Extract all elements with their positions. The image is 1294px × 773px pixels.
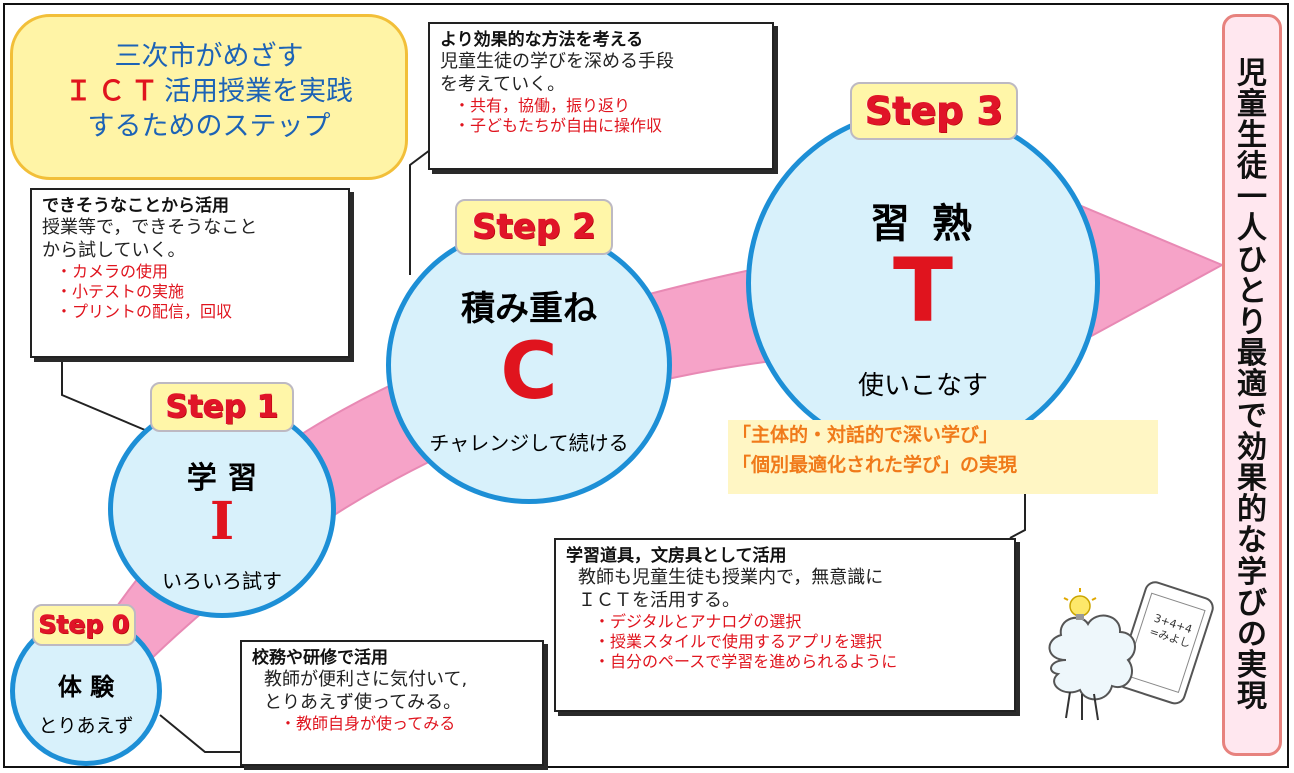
box-bullet: ・プリントの配信，回収	[56, 302, 233, 322]
step1-badge: Step 1	[150, 382, 294, 432]
box-text: から試していく。	[42, 239, 186, 261]
goal-vertical-box: 児 童 生 徒 一 人 ひ と り 最 適 で 効 果 的 な 学 び の 実 …	[1222, 14, 1282, 756]
step3-desc: 使いこなす	[857, 371, 988, 401]
connector-step2	[409, 149, 431, 275]
box-bullet: ・授業スタイルで使用するアプリを選択	[594, 632, 883, 652]
goal-char: 学	[1237, 554, 1267, 590]
step0-name: 体 験	[57, 673, 115, 701]
goal-char: 効	[1237, 429, 1267, 465]
box-bullet: ・デジタルとアナログの選択	[594, 612, 802, 632]
goal-char: で	[1237, 398, 1267, 434]
goal-char: な	[1237, 523, 1267, 559]
step3-name: 習 熟	[870, 201, 976, 247]
step2-description-box: より効果的な方法を考える 児童生徒の学びを深める手段 を考えていく。 ・共有，協…	[428, 22, 774, 170]
step0-description-box: 校務や研修で活用 教師が便利さに気付いて, とりあえず使ってみる。 ・教師自身が…	[240, 640, 544, 766]
box-bullet: ・小テストの実施	[56, 282, 185, 302]
step1-desc: いろいろ試す	[162, 569, 282, 593]
highlight-line2a: 「個別最適化された学び」	[732, 454, 961, 476]
diagram-frame	[3, 3, 1289, 768]
step1-circle: 学 習 I いろいろ試す	[108, 400, 336, 618]
step1-name: 学 習	[186, 461, 258, 496]
box-bullet: ・子どもたちが自由に操作収	[454, 116, 663, 136]
step2-letter: C	[500, 327, 558, 417]
box-bullet: ・教師自身が使ってみる	[280, 714, 456, 734]
connector-step0	[159, 714, 240, 753]
step2-desc: チャレンジして続ける	[429, 431, 629, 455]
goal-char: 徒	[1237, 149, 1267, 185]
goal-char: び	[1237, 585, 1267, 621]
box-text: 児童生徒の学びを深める手段	[440, 51, 674, 73]
box-title: より効果的な方法を考える	[440, 30, 644, 50]
box-title: 校務や研修で活用	[252, 648, 388, 668]
step3-description-box: 学習道具，文房具として活用 教師も児童生徒も授業内で，無意識に ＩＣＴを活用する…	[554, 538, 1016, 712]
mascot-illustration: 3+4+4 =みよし	[1048, 581, 1214, 721]
goal-char: と	[1237, 273, 1267, 309]
step3-highlight: 「主体的・対話的で深い学び」 「個別最適化された学び」の実現	[728, 420, 1158, 494]
goal-char: 実	[1237, 648, 1267, 684]
step1-letter: I	[209, 491, 235, 552]
goal-char: 現	[1237, 679, 1267, 715]
step3-circle: 習 熟 T 使いこなす	[746, 108, 1100, 458]
box-bullet: ・共有，協働，振り返り	[454, 96, 631, 116]
goal-char: 果	[1237, 460, 1267, 496]
title-ict: ＩＣＴ	[65, 76, 164, 108]
goal-char: り	[1237, 305, 1267, 341]
box-text: 授業等で，できそうなこと	[42, 217, 258, 239]
title-line1: 三次市がめざす	[114, 41, 304, 72]
step3-letter: T	[892, 239, 954, 342]
lightbulb-icon	[1063, 588, 1097, 620]
goal-char: の	[1237, 616, 1267, 652]
highlight-line2b: の実現	[960, 454, 1018, 476]
goal-char: 童	[1237, 86, 1267, 122]
goal-char: 児	[1237, 55, 1267, 91]
title-line2-rest: 活用授業を実践	[164, 76, 353, 108]
goal-char: ひ	[1237, 242, 1267, 278]
connector-step3	[1009, 490, 1026, 539]
title-line2: ＩＣＴ活用授業を実践	[13, 74, 405, 109]
box-bullet: ・カメラの使用	[56, 262, 169, 282]
box-title: 学習道具，文房具として活用	[566, 546, 787, 566]
main-title: 三次市がめざす ＩＣＴ活用授業を実践 するためのステップ	[10, 14, 408, 180]
goal-char: 適	[1237, 367, 1267, 403]
box-text: とりあえず使ってみる。	[264, 691, 462, 713]
step0-desc: とりあえず	[38, 715, 134, 737]
step2-badge: Step 2	[455, 199, 613, 255]
cloud-mascot	[1048, 614, 1136, 721]
box-text: 教師も児童生徒も授業内で，無意識に	[578, 567, 884, 589]
step2-name: 積み重ね	[461, 289, 597, 329]
box-text: ＩＣＴを活用する。	[578, 589, 740, 611]
title-line3: するためのステップ	[87, 111, 331, 143]
box-text: を考えていく。	[440, 73, 566, 95]
box-text: 教師が便利さに気付いて,	[264, 669, 468, 691]
highlight-line1: 「主体的・対話的で深い学び」	[732, 424, 999, 446]
connector-step1	[61, 358, 146, 431]
goal-char: 一	[1237, 180, 1267, 216]
step3-badge: Step 3	[850, 82, 1018, 140]
goal-char: 的	[1237, 492, 1267, 528]
step1-description-box: できそうなことから活用 授業等で，できそうなこと から試していく。 ・カメラの使…	[30, 188, 350, 358]
step2-circle: 積み重ね C チャレンジして続ける	[386, 226, 672, 504]
tablet-icon	[1116, 581, 1214, 705]
goal-char: 生	[1237, 117, 1267, 153]
highlight-line2: 「個別最適化された学び」の実現	[728, 450, 1158, 480]
goal-char: 人	[1237, 211, 1267, 247]
step0-badge: Step 0	[32, 604, 136, 646]
goal-char: 最	[1237, 336, 1267, 372]
box-title: できそうなことから活用	[42, 196, 229, 216]
box-bullet: ・自分のペースで学習を進められるように	[594, 652, 898, 672]
